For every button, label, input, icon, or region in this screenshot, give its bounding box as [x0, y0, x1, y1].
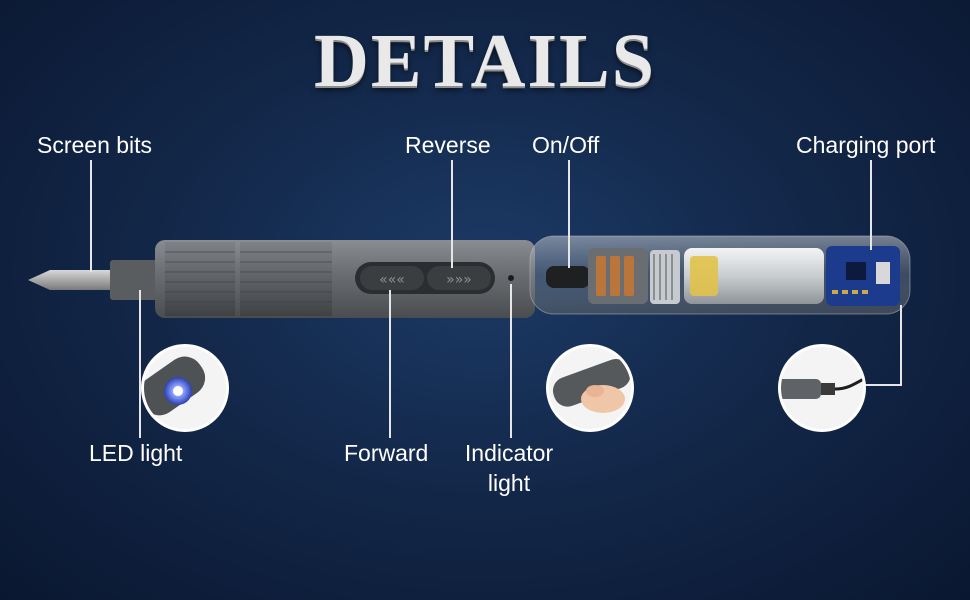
on-off-detail-photo	[546, 344, 634, 432]
transparent-housing	[529, 235, 911, 315]
leader-charging-port	[870, 160, 872, 250]
label-led-light: LED light	[89, 440, 183, 466]
leader-led-light	[139, 290, 141, 438]
leader-charging-port-detail	[900, 305, 902, 385]
label-reverse: Reverse	[405, 132, 491, 158]
led-light-detail-photo	[141, 344, 229, 432]
leader-screen-bits	[90, 160, 92, 272]
screwdriver-bit	[28, 260, 160, 300]
leader-charging-port-detail-h	[862, 384, 902, 386]
label-charging-port: Charging port	[796, 132, 936, 158]
leader-forward	[389, 290, 391, 438]
charging-port-detail-photo	[778, 344, 866, 432]
label-on-off: On/Off	[532, 132, 600, 158]
label-indicator-light: Indicator light	[461, 438, 557, 498]
label-indicator-light-line1: Indicator	[464, 440, 554, 466]
svg-text:»»»: »»»	[446, 272, 472, 288]
label-screen-bits: Screen bits	[37, 132, 153, 158]
page-title: DETAILS	[313, 19, 657, 103]
leader-indicator-light	[510, 284, 512, 438]
leader-reverse	[451, 160, 453, 268]
indicator-light-dot	[508, 275, 514, 281]
direction-switch: ««« »»»	[355, 262, 495, 294]
label-forward: Forward	[344, 440, 429, 466]
svg-text:«««: «««	[379, 272, 405, 288]
leader-on-off	[568, 160, 570, 268]
label-indicator-light-line2: light	[487, 470, 531, 496]
screwdriver-body	[155, 240, 535, 318]
